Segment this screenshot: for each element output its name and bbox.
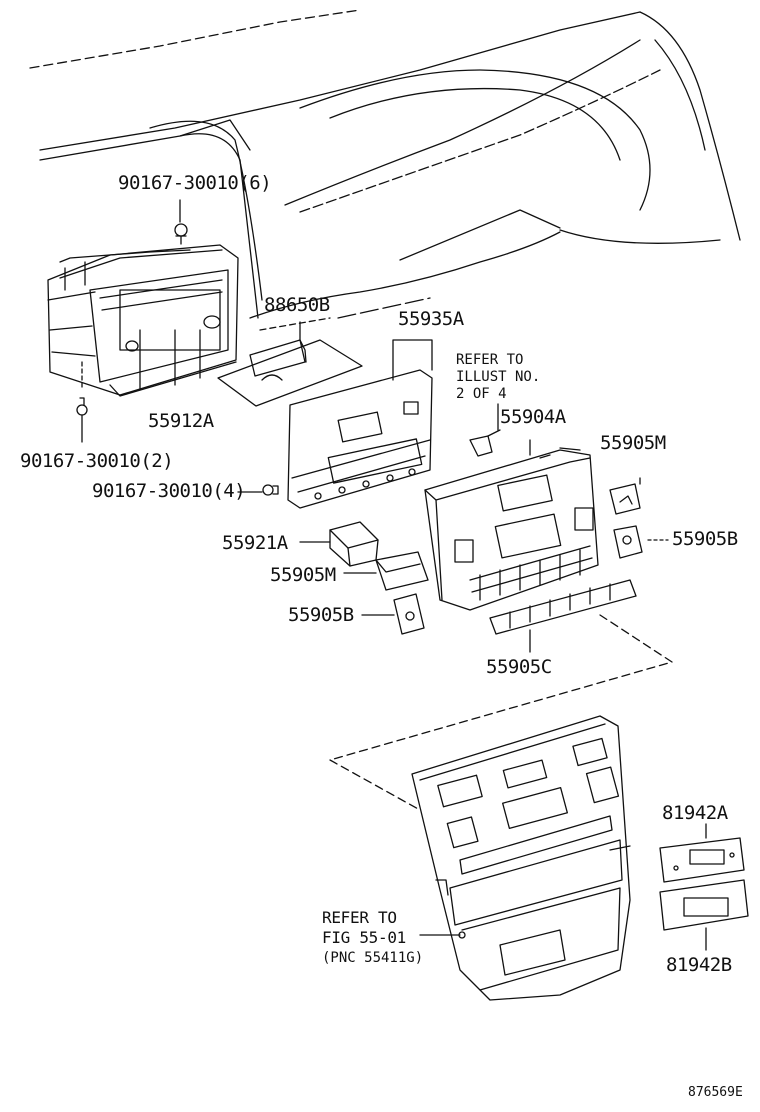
plate-81942b: [660, 880, 748, 950]
label-knob-b-right: 55905B: [672, 528, 738, 550]
screw-refer: [470, 430, 500, 456]
circuit-board-55935a: [288, 340, 432, 508]
control-assembly-55904a: [425, 440, 598, 610]
label-plate-b: 81942B: [666, 954, 732, 976]
bracket-55912a: [48, 245, 238, 396]
label-bolt-upper: 90167-30010(6): [118, 172, 272, 194]
bolt-mid: [238, 485, 278, 495]
refer-fig-point: [459, 932, 465, 938]
label-amplifier: 88650B: [264, 294, 330, 316]
plate-81942a: [660, 824, 744, 882]
label-bolt-mid: 90167-30010(4): [92, 480, 246, 502]
label-knob-m-left: 55905M: [270, 564, 336, 586]
amplifier-88650b: [218, 322, 362, 406]
bezel-connector-dashed-right: [330, 615, 672, 760]
label-bolt-lower: 90167-30010(2): [20, 450, 174, 472]
knob-55905m-right: [610, 478, 640, 514]
label-control-assembly: 55904A: [500, 406, 566, 428]
switch-55921a: [300, 522, 378, 566]
label-bracket: 55912A: [148, 410, 214, 432]
note-refer-fig: REFER TO FIG 55-01 (PNC 55411G): [322, 908, 424, 966]
diagram-code: 876569E: [688, 1085, 743, 1100]
label-knob-b-left: 55905B: [288, 604, 354, 626]
label-knob-m-right: 55905M: [600, 432, 666, 454]
dashboard-outline: [30, 10, 740, 330]
label-button-strip: 55905C: [486, 656, 552, 678]
bezel-connector-dashed: [330, 760, 420, 810]
knob-55905b-right: [614, 526, 668, 558]
button-strip-55905c: [490, 580, 636, 652]
label-plate-a: 81942A: [662, 802, 728, 824]
bolt-upper: [175, 200, 187, 244]
knob-55905m-left: [344, 552, 428, 590]
knob-55905b-left: [362, 594, 424, 634]
note-refer-illust: REFER TO ILLUST NO. 2 OF 4: [456, 352, 541, 402]
bezel-panel: [412, 716, 630, 1000]
label-switch: 55921A: [222, 532, 288, 554]
bolt-lower: [77, 362, 87, 442]
label-board: 55935A: [398, 308, 464, 330]
